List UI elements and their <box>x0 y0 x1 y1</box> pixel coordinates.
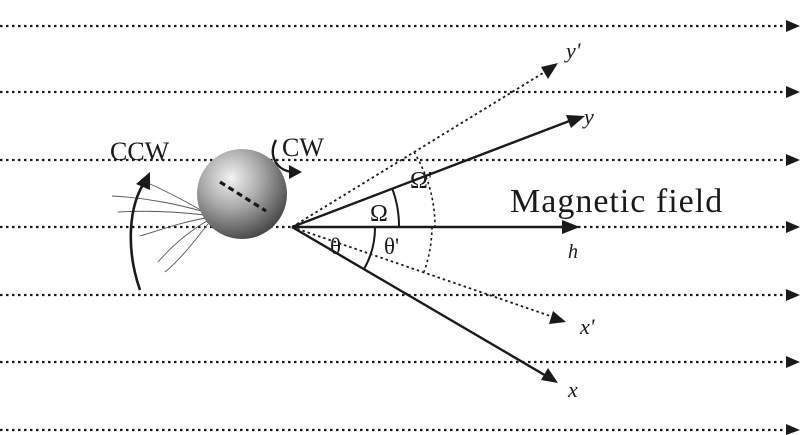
x-label: x <box>567 377 578 402</box>
omega-prime-arc <box>413 151 436 228</box>
omega-label: Ω <box>370 201 388 227</box>
x-prime-label: x' <box>579 314 595 339</box>
x-prime-arrowhead <box>549 311 566 324</box>
y-prime-arrowhead <box>541 63 558 79</box>
ccw-arrowhead <box>136 172 150 190</box>
x-arrowhead <box>541 368 558 383</box>
theta-label: θ <box>330 234 341 259</box>
flagellum-strand <box>117 210 206 216</box>
theta-prime-label: θ' <box>384 234 399 259</box>
flagellum-strand <box>139 217 207 237</box>
primed-axes <box>291 69 557 319</box>
y-label: y <box>582 104 594 129</box>
flagellum-strand <box>157 220 208 263</box>
omega-arc <box>391 187 401 228</box>
field-arrowhead <box>786 154 800 166</box>
primed-arrowheads <box>541 63 566 324</box>
field-arrowhead <box>786 221 800 233</box>
y-arrowhead <box>566 115 585 128</box>
flagellum-strand <box>144 181 207 214</box>
h-label: h <box>568 241 578 263</box>
ccw-label: CCW <box>110 137 170 166</box>
theta-prime-arc <box>423 226 433 273</box>
cw-arrowhead <box>289 165 302 179</box>
axes <box>291 118 573 379</box>
field-arrowhead <box>786 20 800 32</box>
ccw-rotation-arrow <box>129 179 148 291</box>
field-arrowhead <box>786 289 800 301</box>
field-arrowhead <box>786 424 800 435</box>
theta-arc <box>363 226 377 270</box>
field-line-arrowheads <box>786 20 800 435</box>
axis-arrowheads <box>541 115 585 383</box>
field-arrowhead <box>786 356 800 368</box>
omega-prime-label: Ω' <box>410 168 432 194</box>
field-arrowhead <box>786 86 800 98</box>
h-arrowhead <box>562 220 580 234</box>
flagellum-strand <box>164 223 209 273</box>
x-axis <box>291 225 549 379</box>
y-prime-axis <box>291 69 549 228</box>
y-prime-label: y' <box>564 38 581 63</box>
magnetic-field-label: Magnetic field <box>510 183 723 220</box>
flagellum-strand <box>111 195 206 213</box>
cw-label: CW <box>282 133 324 162</box>
y-axis <box>291 118 573 229</box>
particle-dipole-axis <box>219 180 267 213</box>
x-prime-axis <box>291 226 557 319</box>
field-lines <box>0 24 790 432</box>
cw-rotation-arrow <box>271 139 293 174</box>
